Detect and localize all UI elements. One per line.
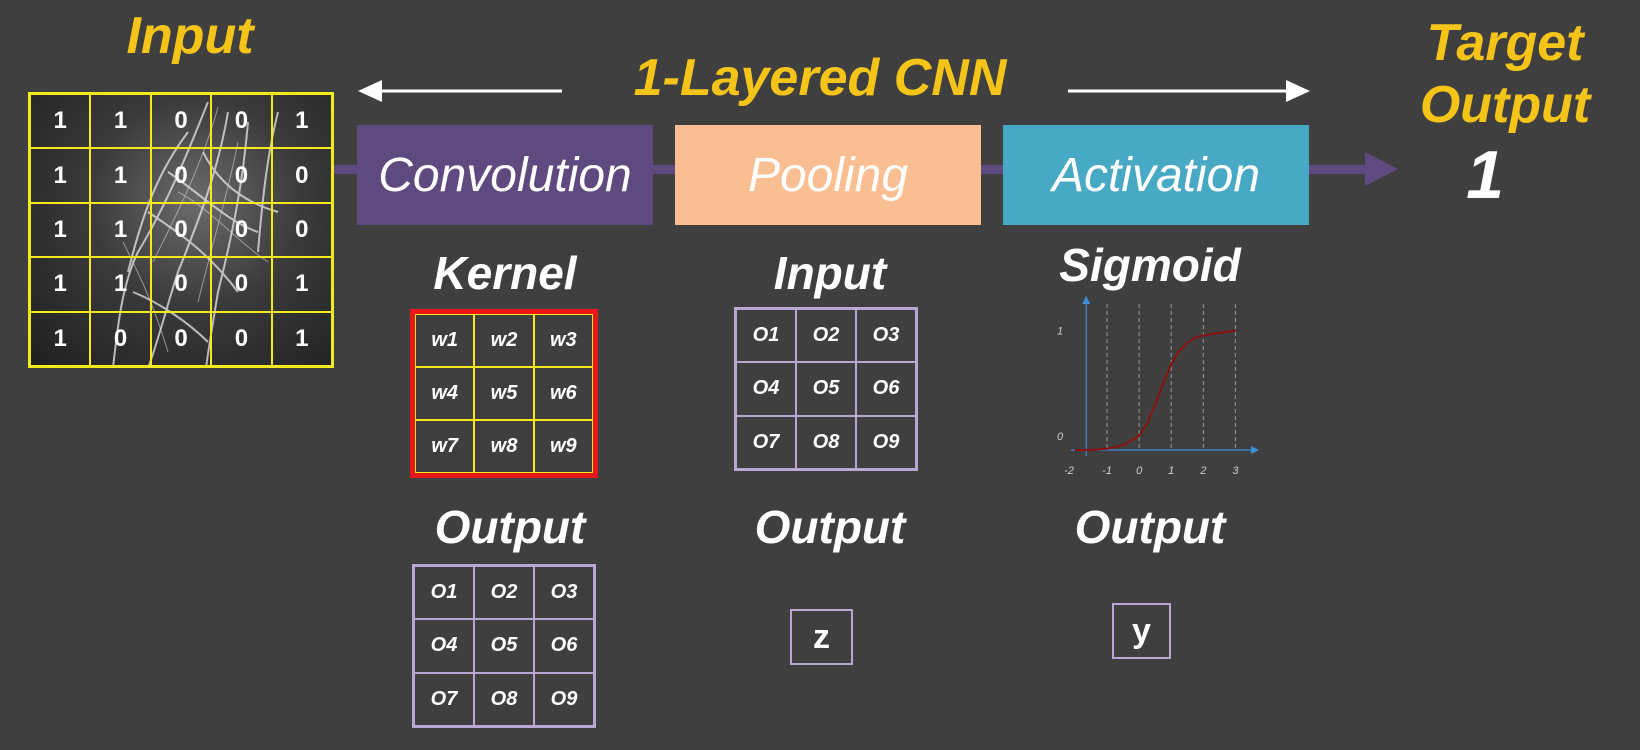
input-cell: 1	[90, 148, 151, 203]
sigmoid-y-arrow	[1082, 296, 1091, 304]
left-arrow-head	[358, 80, 382, 102]
input-cell: 1	[90, 257, 151, 312]
input-image	[28, 92, 334, 368]
kernel-cell: w5	[474, 367, 534, 420]
pooling-input-cell: O7	[736, 415, 796, 469]
sigmoid-curve	[1075, 329, 1236, 451]
sigmoid-x-tick-label: 3	[1232, 465, 1239, 477]
kernel-label: Kernel	[433, 247, 577, 299]
sigmoid-plot: -2 -1 0 1 2 3 0 1	[1057, 296, 1259, 477]
pooling-input-cell: O1	[736, 309, 796, 363]
pooling-input-cell: O8	[796, 415, 856, 469]
input-cell: 0	[150, 257, 212, 312]
convolution-output-cell: O5	[474, 619, 534, 673]
input-cell: 1	[30, 257, 91, 312]
input-cell: 0	[211, 311, 272, 366]
input-cell: 0	[211, 148, 272, 203]
pooling-input-cell: O6	[856, 362, 916, 416]
kernel-cell: w7	[415, 420, 475, 473]
kernel-cell: w4	[415, 367, 475, 420]
sigmoid-x-tick-label: 1	[1168, 465, 1174, 477]
input-cell: 0	[150, 311, 212, 366]
sigmoid-x-tick-label: 0	[1136, 465, 1143, 477]
connector-input-conv	[334, 165, 358, 174]
connector-pool-act	[981, 165, 1003, 174]
kernel-cell: w9	[533, 420, 593, 473]
right-arrow-head	[1286, 80, 1310, 102]
convolution-output-cell: O3	[534, 566, 594, 620]
sigmoid-x-tick-label: -2	[1064, 465, 1074, 477]
input-cell: 0	[271, 148, 332, 203]
connector-conv-pool	[653, 165, 675, 174]
pooling-stage: Pooling	[675, 125, 981, 225]
pooling-input-cell: O5	[796, 362, 856, 416]
sigmoid-x-tick-label: -1	[1102, 465, 1112, 477]
convolution-output-cell: O8	[474, 672, 534, 726]
sigmoid-y-tick-label: 1	[1057, 326, 1063, 338]
activation-output-y: y	[1112, 603, 1171, 659]
input-cell: 1	[30, 311, 91, 366]
input-cell: 1	[90, 94, 151, 149]
input-cell: 1	[30, 202, 91, 258]
convolution-output-label: Output	[434, 501, 586, 553]
sigmoid-y-tick-label: 0	[1057, 431, 1064, 443]
sigmoid-x-tick-label: 2	[1199, 465, 1206, 477]
pooling-input-cell: O3	[856, 309, 916, 363]
activation-stage: Activation	[1003, 125, 1309, 225]
kernel-cell: w3	[533, 314, 593, 367]
input-cell: 0	[150, 202, 212, 258]
convolution-output-cell: O1	[414, 566, 474, 620]
input-cell: 0	[211, 94, 272, 149]
pooling-input-cell: O4	[736, 362, 796, 416]
input-cell: 0	[211, 257, 272, 312]
pooling-output-label: Output	[754, 501, 906, 553]
input-cell: 1	[90, 202, 151, 258]
sigmoid-label: Sigmoid	[1059, 239, 1241, 291]
kernel-cell: w6	[533, 367, 593, 420]
input-cell: 1	[30, 148, 91, 203]
output-arrow-head	[1365, 152, 1398, 186]
cnn-title: 1-Layered CNN	[633, 49, 1007, 107]
input-cell: 0	[150, 94, 212, 149]
input-cell: 0	[90, 311, 151, 366]
pooling-input-cell: O9	[856, 415, 916, 469]
input-cell: 0	[211, 202, 272, 258]
convolution-output-cell: O6	[534, 619, 594, 673]
input-title: Input	[126, 7, 254, 65]
kernel-cell: w8	[474, 420, 534, 473]
pooling-input-label: Input	[773, 247, 887, 299]
pooling-input-cell: O2	[796, 309, 856, 363]
input-cell: 0	[150, 148, 212, 203]
convolution-output-cell: O9	[534, 672, 594, 726]
sigmoid-x-arrow	[1251, 446, 1259, 454]
input-cell: 1	[271, 257, 332, 312]
convolution-output-cell: O2	[474, 566, 534, 620]
target-output-value: 1	[1466, 137, 1504, 213]
input-cell: 1	[271, 311, 332, 366]
connector-act-output	[1309, 165, 1365, 174]
root-texture	[112, 101, 279, 368]
convolution-output-cell: O4	[414, 619, 474, 673]
pooling-output-z: z	[790, 609, 853, 665]
convolution-output-cell: O7	[414, 672, 474, 726]
target-output-title: Target Output	[1419, 14, 1591, 134]
convolution-stage: Convolution	[357, 125, 653, 225]
input-cell: 1	[271, 94, 332, 149]
activation-output-label: Output	[1074, 501, 1226, 553]
kernel-cell: w1	[415, 314, 475, 367]
input-cell: 0	[271, 202, 332, 258]
input-cell: 1	[30, 94, 91, 149]
kernel-cell: w2	[474, 314, 534, 367]
